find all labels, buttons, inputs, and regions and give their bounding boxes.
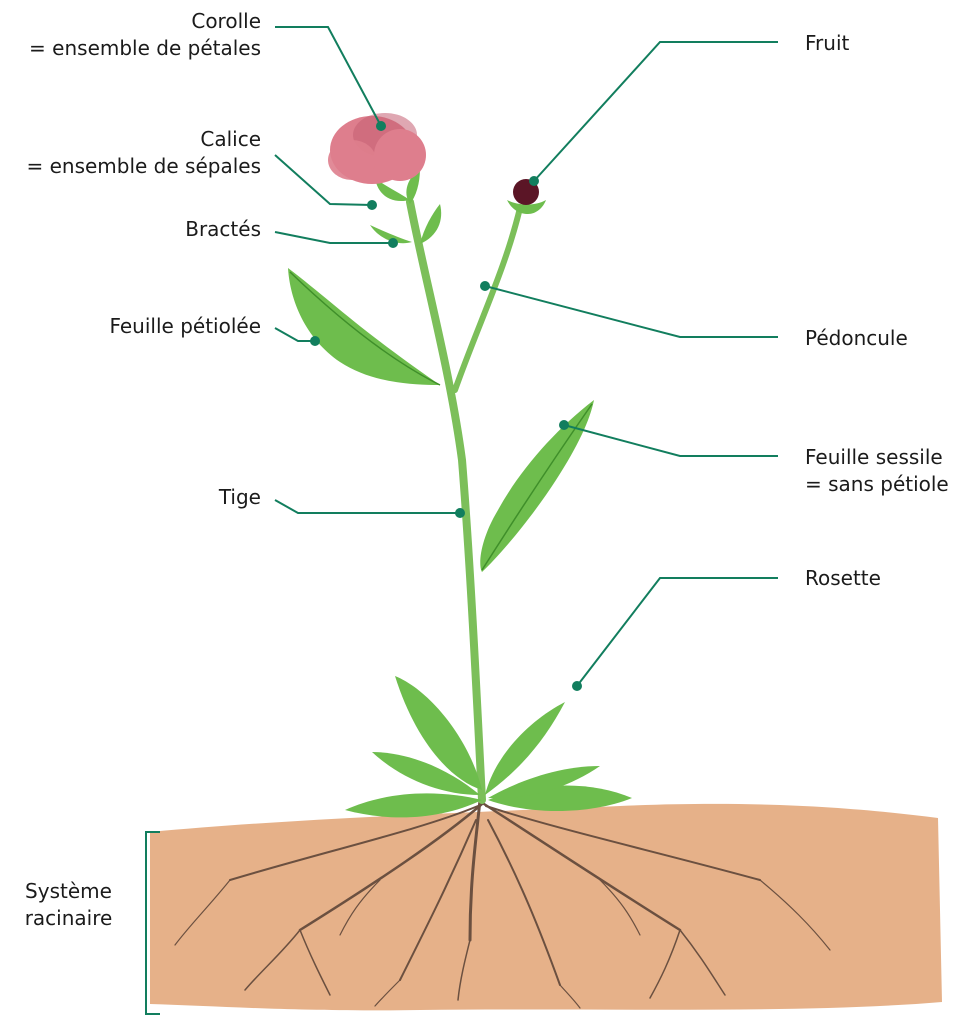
label-feuille-sessile-line2: = sans pétiole — [805, 471, 949, 498]
peduncle-stem — [455, 208, 520, 390]
label-feuille-petiolee: Feuille pétiolée — [109, 313, 261, 340]
label-corolle-line2: = ensemble de pétales — [29, 35, 261, 62]
label-systeme-racinaire-line1: Système — [6, 878, 131, 905]
label-corolle-line1: Corolle — [29, 8, 261, 35]
leader-tige — [275, 500, 460, 513]
label-fruit: Fruit — [805, 30, 849, 57]
leader-rosette — [577, 578, 778, 686]
label-calice: Calice = ensemble de sépales — [26, 126, 261, 180]
label-systeme-racinaire-line2: racinaire — [6, 905, 131, 932]
label-tige: Tige — [219, 484, 261, 511]
leader-corolle — [275, 27, 381, 126]
label-calice-line1: Calice — [26, 126, 261, 153]
leader-feuille-sessile — [564, 425, 778, 456]
petiolate-leaf — [288, 268, 440, 385]
leader-fruit — [534, 42, 778, 181]
label-rosette: Rosette — [805, 565, 881, 592]
rosette — [345, 676, 632, 817]
label-calice-line2: = ensemble de sépales — [26, 153, 261, 180]
label-feuille-sessile: Feuille sessile = sans pétiole — [805, 444, 949, 498]
soil-band — [150, 804, 942, 1010]
leader-bractes — [275, 232, 393, 243]
leader-pedoncule — [485, 286, 778, 337]
label-pedoncule: Pédoncule — [805, 325, 908, 352]
fruit — [507, 179, 546, 214]
label-bractes: Bractés — [185, 216, 261, 243]
bracts — [370, 204, 441, 244]
label-systeme-racinaire: Système racinaire — [6, 878, 131, 932]
label-corolle: Corolle = ensemble de pétales — [29, 8, 261, 62]
label-feuille-sessile-line1: Feuille sessile — [805, 444, 949, 471]
